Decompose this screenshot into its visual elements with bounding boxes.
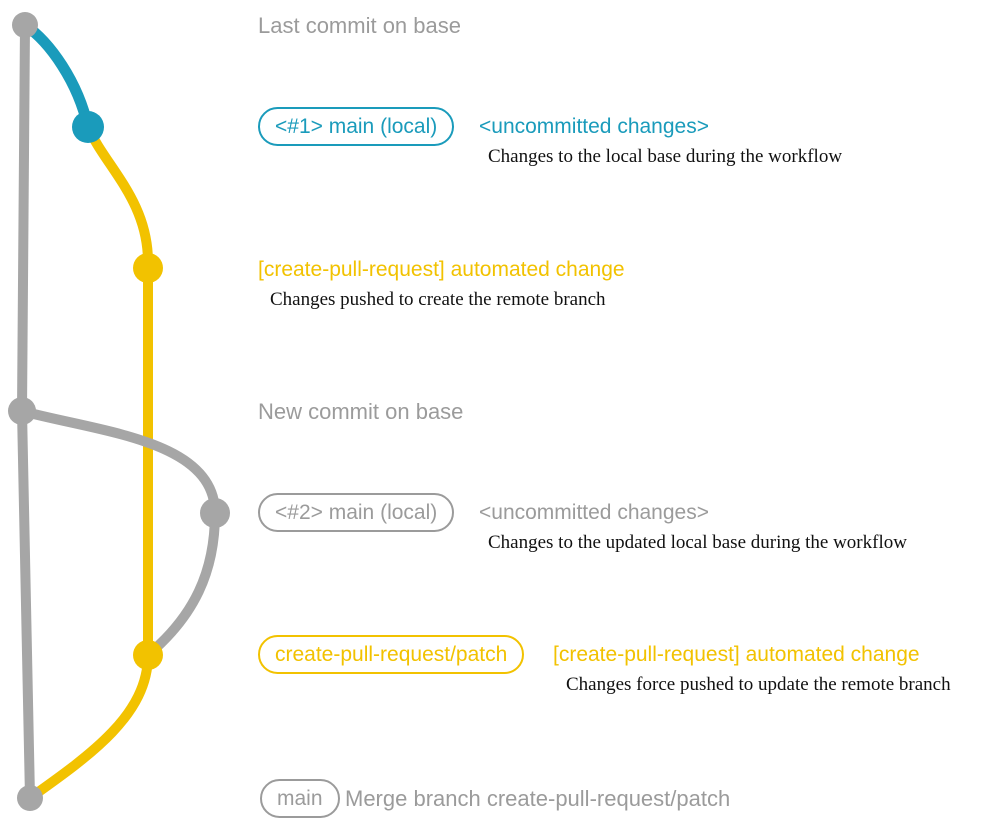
- commit1-title: [create-pull-request] automated change: [258, 258, 625, 281]
- branch1-desc: Changes to the local base during the wor…: [488, 146, 843, 167]
- last-commit-label: Last commit on base: [258, 13, 461, 38]
- patch-badge: create-pull-request/patch: [258, 635, 525, 675]
- merge-title: Merge branch create-pull-request/patch: [345, 786, 731, 811]
- commit1-desc: Changes pushed to create the remote bran…: [270, 289, 606, 310]
- branch1-title: <uncommitted changes>: [479, 115, 709, 138]
- new-commit-label: New commit on base: [258, 399, 464, 424]
- commit-uncommitted-2: [200, 498, 230, 528]
- branch2-title: <uncommitted changes>: [479, 501, 709, 524]
- commit-last-on-base: [12, 12, 38, 38]
- commit-uncommitted-1: [72, 111, 104, 143]
- patch-branch-edge: [25, 122, 153, 803]
- commit-new-on-base: [8, 397, 36, 425]
- main-badge: main: [260, 779, 340, 819]
- patch-title: [create-pull-request] automated change: [553, 643, 920, 666]
- local-changes-edge: [19, 19, 94, 133]
- branch1-badge: <#1> main (local): [258, 107, 455, 147]
- rebased-local-edge: [17, 406, 221, 660]
- branch2-badge: <#2> main (local): [258, 493, 455, 533]
- commit-merge: [17, 785, 43, 811]
- commit-automated-1: [133, 253, 163, 283]
- patch-desc: Changes force pushed to update the remot…: [566, 674, 951, 695]
- commit-automated-2: [133, 640, 163, 670]
- branch2-desc: Changes to the updated local base during…: [488, 532, 907, 553]
